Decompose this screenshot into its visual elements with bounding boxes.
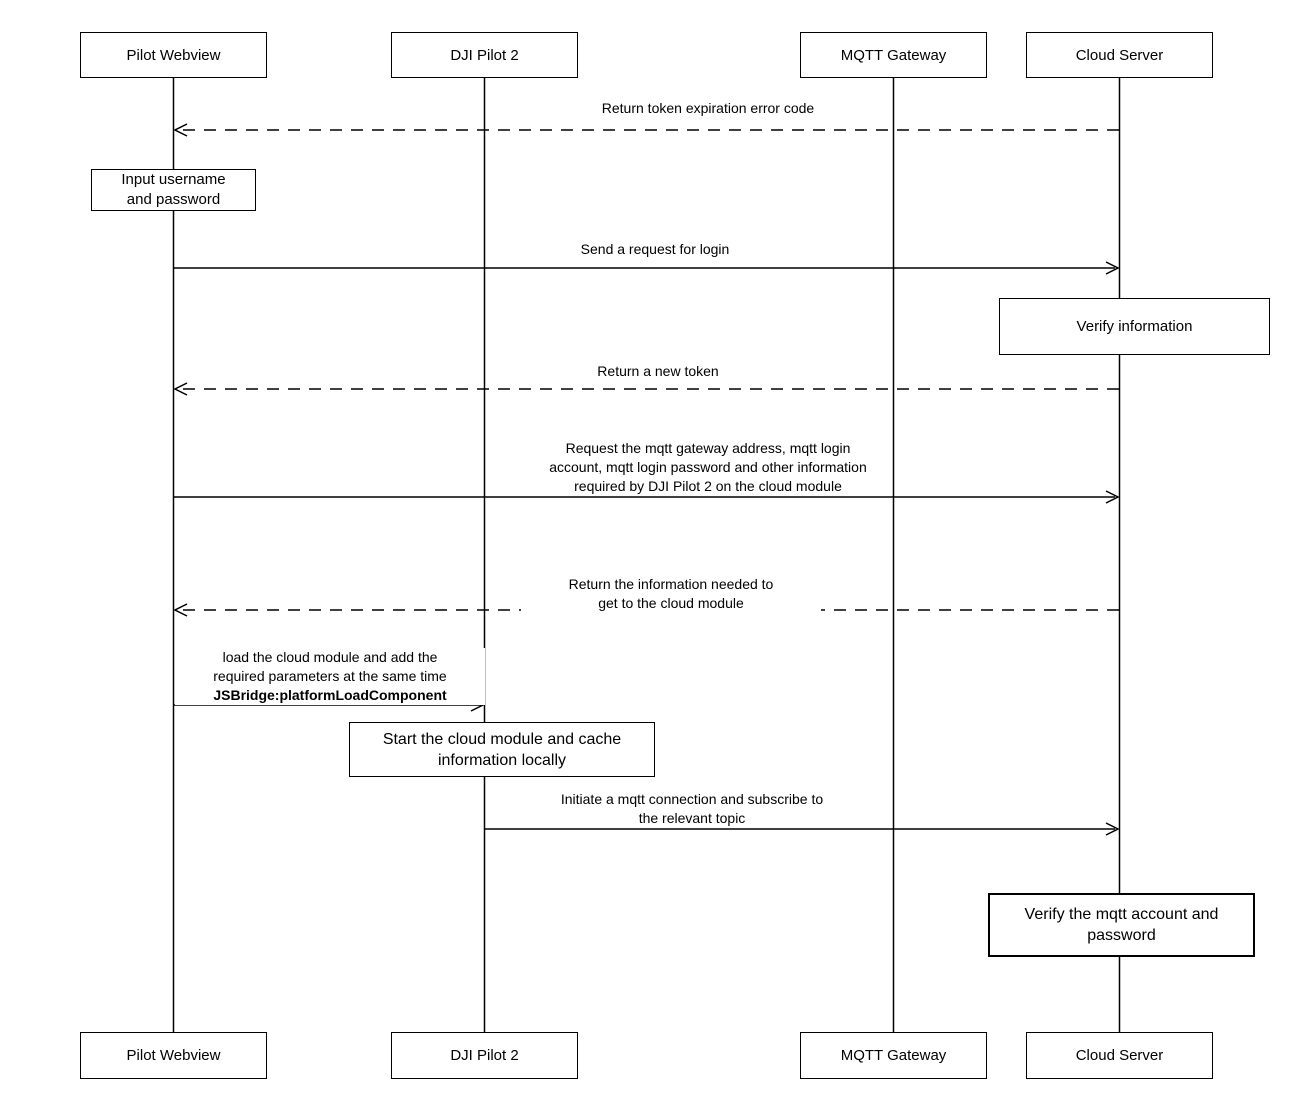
message-send-login-request: Send a request for login: [505, 240, 805, 259]
message-return-cloud-info-line-2: get to the cloud module: [598, 595, 744, 611]
note-verify-mqtt-account-line-2: password: [1087, 927, 1156, 944]
note-start-cloud-module-line-1: Start the cloud module and cache: [382, 730, 622, 748]
actor-top-dji-pilot-2: DJI Pilot 2: [391, 32, 578, 78]
actor-top-pilot-webview: Pilot Webview: [80, 32, 267, 78]
arrow-return-token-error: [173, 123, 1119, 137]
note-input-credentials-line-1: Input username: [121, 171, 226, 188]
arrow-return-new-token: [173, 382, 1119, 396]
note-verify-information-text: Verify information: [1076, 317, 1193, 335]
arrow-initiate-mqtt-connection: [485, 822, 1120, 836]
message-request-cloud-info-line-3: required by DJI Pilot 2 on the cloud mod…: [574, 478, 842, 494]
message-return-new-token: Return a new token: [508, 362, 808, 381]
message-load-cloud-module-line-2: required parameters at the same time: [213, 668, 447, 684]
note-start-cloud-module-line-2: information locally: [437, 751, 567, 769]
note-verify-information: Verify information: [999, 298, 1270, 355]
message-request-cloud-info: Request the mqtt gateway address, mqtt l…: [528, 439, 888, 496]
actor-bottom-pilot-webview: Pilot Webview: [80, 1032, 267, 1079]
note-verify-mqtt-account-line-1: Verify the mqtt account and: [1024, 906, 1219, 923]
message-initiate-mqtt-connection: Initiate a mqtt connection and subscribe…: [527, 790, 857, 828]
note-input-credentials: Input username and password: [91, 169, 256, 211]
arrow-send-login-request: [174, 261, 1120, 275]
message-load-cloud-module-line-1: load the cloud module and add the: [222, 649, 438, 665]
note-start-cloud-module: Start the cloud module and cache informa…: [349, 722, 655, 777]
message-load-cloud-module: load the cloud module and add the requir…: [175, 648, 485, 705]
note-input-credentials-line-2: and password: [126, 191, 221, 208]
actor-bottom-cloud-server: Cloud Server: [1026, 1032, 1213, 1079]
actor-top-mqtt-gateway: MQTT Gateway: [800, 32, 987, 78]
message-request-cloud-info-line-1: Request the mqtt gateway address, mqtt l…: [565, 440, 851, 456]
message-return-token-error: Return token expiration error code: [548, 99, 868, 118]
message-return-cloud-info-line-1: Return the information needed to: [568, 576, 774, 592]
arrow-request-cloud-info: [174, 490, 1120, 504]
message-initiate-mqtt-line-2: the relevant topic: [638, 810, 746, 826]
message-initiate-mqtt-line-1: Initiate a mqtt connection and subscribe…: [560, 791, 824, 807]
actor-top-cloud-server: Cloud Server: [1026, 32, 1213, 78]
actor-bottom-dji-pilot-2: DJI Pilot 2: [391, 1032, 578, 1079]
message-load-cloud-module-jsbridge: JSBridge:platformLoadComponent: [213, 687, 447, 703]
message-request-cloud-info-line-2: account, mqtt login password and other i…: [549, 459, 867, 475]
actor-bottom-mqtt-gateway: MQTT Gateway: [800, 1032, 987, 1079]
message-return-cloud-info: Return the information needed to get to …: [521, 575, 821, 613]
note-verify-mqtt-account: Verify the mqtt account and password: [988, 893, 1255, 957]
